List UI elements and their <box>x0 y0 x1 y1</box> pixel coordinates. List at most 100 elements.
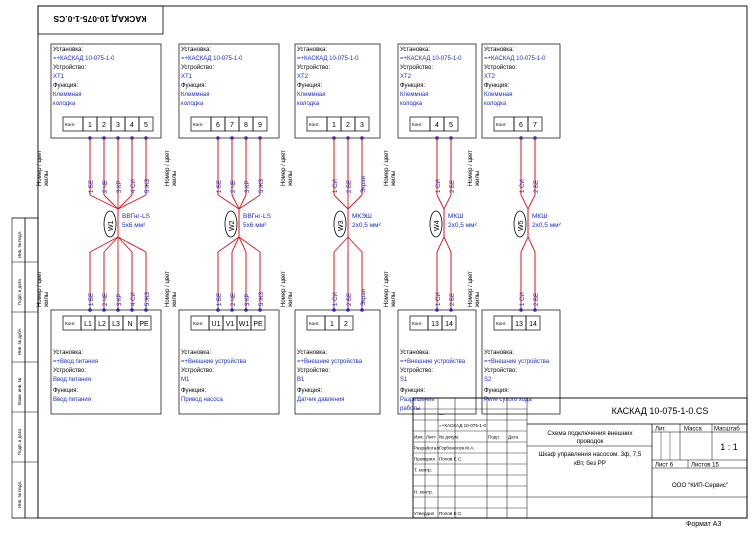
top-wire-converge <box>231 194 240 210</box>
top-func-value: Клеммная <box>400 92 428 98</box>
bottom-core-label: 1 БЕ <box>89 293 95 306</box>
top-core-label: 1 БЕ <box>89 180 95 193</box>
top-wire-converge <box>103 194 119 210</box>
bottom-wire-node <box>244 308 248 312</box>
bottom-pin-label: 14 <box>445 321 453 328</box>
cable-size: 2х0,5 мм² <box>532 222 562 229</box>
top-install-value: =+КАСКАД 10-075-1-0 <box>484 56 546 62</box>
top-core-label: Экран <box>361 176 367 193</box>
top-pin-cell <box>527 116 543 132</box>
bottom-device-box <box>50 309 162 415</box>
bottom-install-value: =+Внешние устройства <box>181 358 247 365</box>
bottom-pin-label: L2 <box>98 321 106 328</box>
kont-label: Конт. <box>193 122 204 127</box>
bottom-func-value: Датчик давления <box>297 397 344 403</box>
top-wire-converge <box>347 194 363 210</box>
bottom-pin-label: N <box>127 321 132 328</box>
top-device-box <box>294 43 381 139</box>
cable-size: 2х0,5 мм² <box>352 222 382 229</box>
top-device-box <box>50 43 162 139</box>
top-core-label: 3 КР <box>117 180 123 193</box>
top-wire-converge <box>443 194 452 210</box>
bottom-core-label: 5 ЖЗ <box>259 292 265 306</box>
nkontr-label: Н. контр. <box>414 490 433 495</box>
tkontr-label: Т. контр. <box>414 468 432 473</box>
col-list: Лист <box>426 435 437 440</box>
top-pin-label: 1 <box>332 122 336 129</box>
bottom-device-value: Ввод питания <box>53 377 91 383</box>
top-func-value: колодка <box>484 101 507 107</box>
bottom-pin-label: 1 <box>330 321 334 328</box>
col-izm: Изм. <box>414 435 424 440</box>
bottom-wire-node <box>116 308 120 312</box>
wire-header-label: жилы <box>475 292 481 307</box>
cable-size: 5х6 мм² <box>122 222 146 229</box>
top-wire-converge <box>238 194 247 210</box>
top-func-label: Функция: <box>181 83 207 89</box>
cable-type: МКШ <box>448 213 463 220</box>
bottom-wire-node <box>102 308 106 312</box>
top-core-label: 2 БЕ <box>347 180 353 193</box>
lit-label: Лит. <box>655 427 666 433</box>
top-wire-converge <box>333 194 349 210</box>
bottom-device-label: Устройство: <box>181 367 214 374</box>
top-install-value: =+КАСКАД 10-075-1-0 <box>400 56 462 62</box>
rotated-code-text: КАСКАД 10-075-1-0.CS <box>53 14 146 24</box>
bottom-func-label: Функция: <box>400 388 426 394</box>
bottom-wire-converge <box>443 236 452 253</box>
doc-code: КАСКАД 10-075-1-0.CS <box>612 406 709 416</box>
cable-id: W1 <box>108 220 115 231</box>
bottom-core-label: 2 БЕ <box>450 293 456 306</box>
wire-header-label: Номер / цвет <box>165 150 171 186</box>
top-func-value: Клеммная <box>297 92 325 98</box>
cable-marker <box>429 210 443 238</box>
top-core-label: 1 СИ <box>436 179 442 193</box>
top-func-label: Функция: <box>297 83 323 89</box>
top-install-value: =+КАСКАД 10-075-1-0 <box>53 56 115 62</box>
bottom-core-label: Экран <box>361 289 367 306</box>
sheet-border <box>37 5 748 519</box>
bottom-device-value: M1 <box>181 377 190 383</box>
wire-header-label: жилы <box>391 292 397 307</box>
massa-label: Масса <box>684 427 702 433</box>
top-device-label: Устройство: <box>181 64 214 71</box>
top-device-label: Устройство: <box>297 64 330 71</box>
bottom-pin-cell <box>525 315 541 331</box>
top-func-value: Клеммная <box>484 92 512 98</box>
kont-label: Конт. <box>193 321 204 326</box>
top-core-label: 1 СИ <box>520 179 526 193</box>
bottom-device-value: B1 <box>297 377 305 383</box>
top-pin-label: 8 <box>244 122 248 129</box>
bottom-wire-node <box>216 308 220 312</box>
bottom-core-label: 1 СИ <box>333 292 339 306</box>
bottom-func-value: работы <box>400 406 420 412</box>
bottom-core-label: 2 БЕ <box>347 293 353 306</box>
bottom-install-value: =+Ввод питания <box>53 359 98 365</box>
bottom-device-label: Устройство: <box>297 367 330 374</box>
bottom-core-label: 2 БЕ <box>534 293 540 306</box>
bottom-wire-node <box>533 308 537 312</box>
masshtab-label: Масштаб <box>714 427 740 433</box>
bottom-core-label: 1 СИ <box>436 292 442 306</box>
utv-name: Попов Е.С. <box>439 511 463 516</box>
top-pin-label: 7 <box>230 122 234 129</box>
wire-header-label: Номер / цвет <box>468 150 474 186</box>
top-install-label: Установка: <box>181 47 211 53</box>
title-line-1: Схема подключения внешних <box>547 430 633 437</box>
left-stamp-label: Взам. инв. № <box>17 378 22 405</box>
cable-marker <box>103 210 117 238</box>
cable-group-w4: Установка:=+КАСКАД 10-075-1-0Устройство:… <box>384 43 478 415</box>
bottom-wire-converge <box>89 236 119 253</box>
bottom-wire-node <box>360 308 364 312</box>
bottom-pin-label: L3 <box>112 321 120 328</box>
top-pin-cell <box>138 116 154 132</box>
top-pin-label: 2 <box>346 122 350 129</box>
bottom-pin-label: U1 <box>212 321 221 328</box>
cable-group-w3: Установка:=+КАСКАД 10-075-1-0Устройство:… <box>281 43 382 415</box>
utv-label: Утвердил <box>414 511 435 516</box>
wire-header-label: Номер / цвет <box>281 271 287 307</box>
top-func-value: колодка <box>181 101 204 107</box>
cable-type: ВВГнг-LS <box>122 213 151 220</box>
prov-name: Попов Е.С. <box>439 457 463 462</box>
